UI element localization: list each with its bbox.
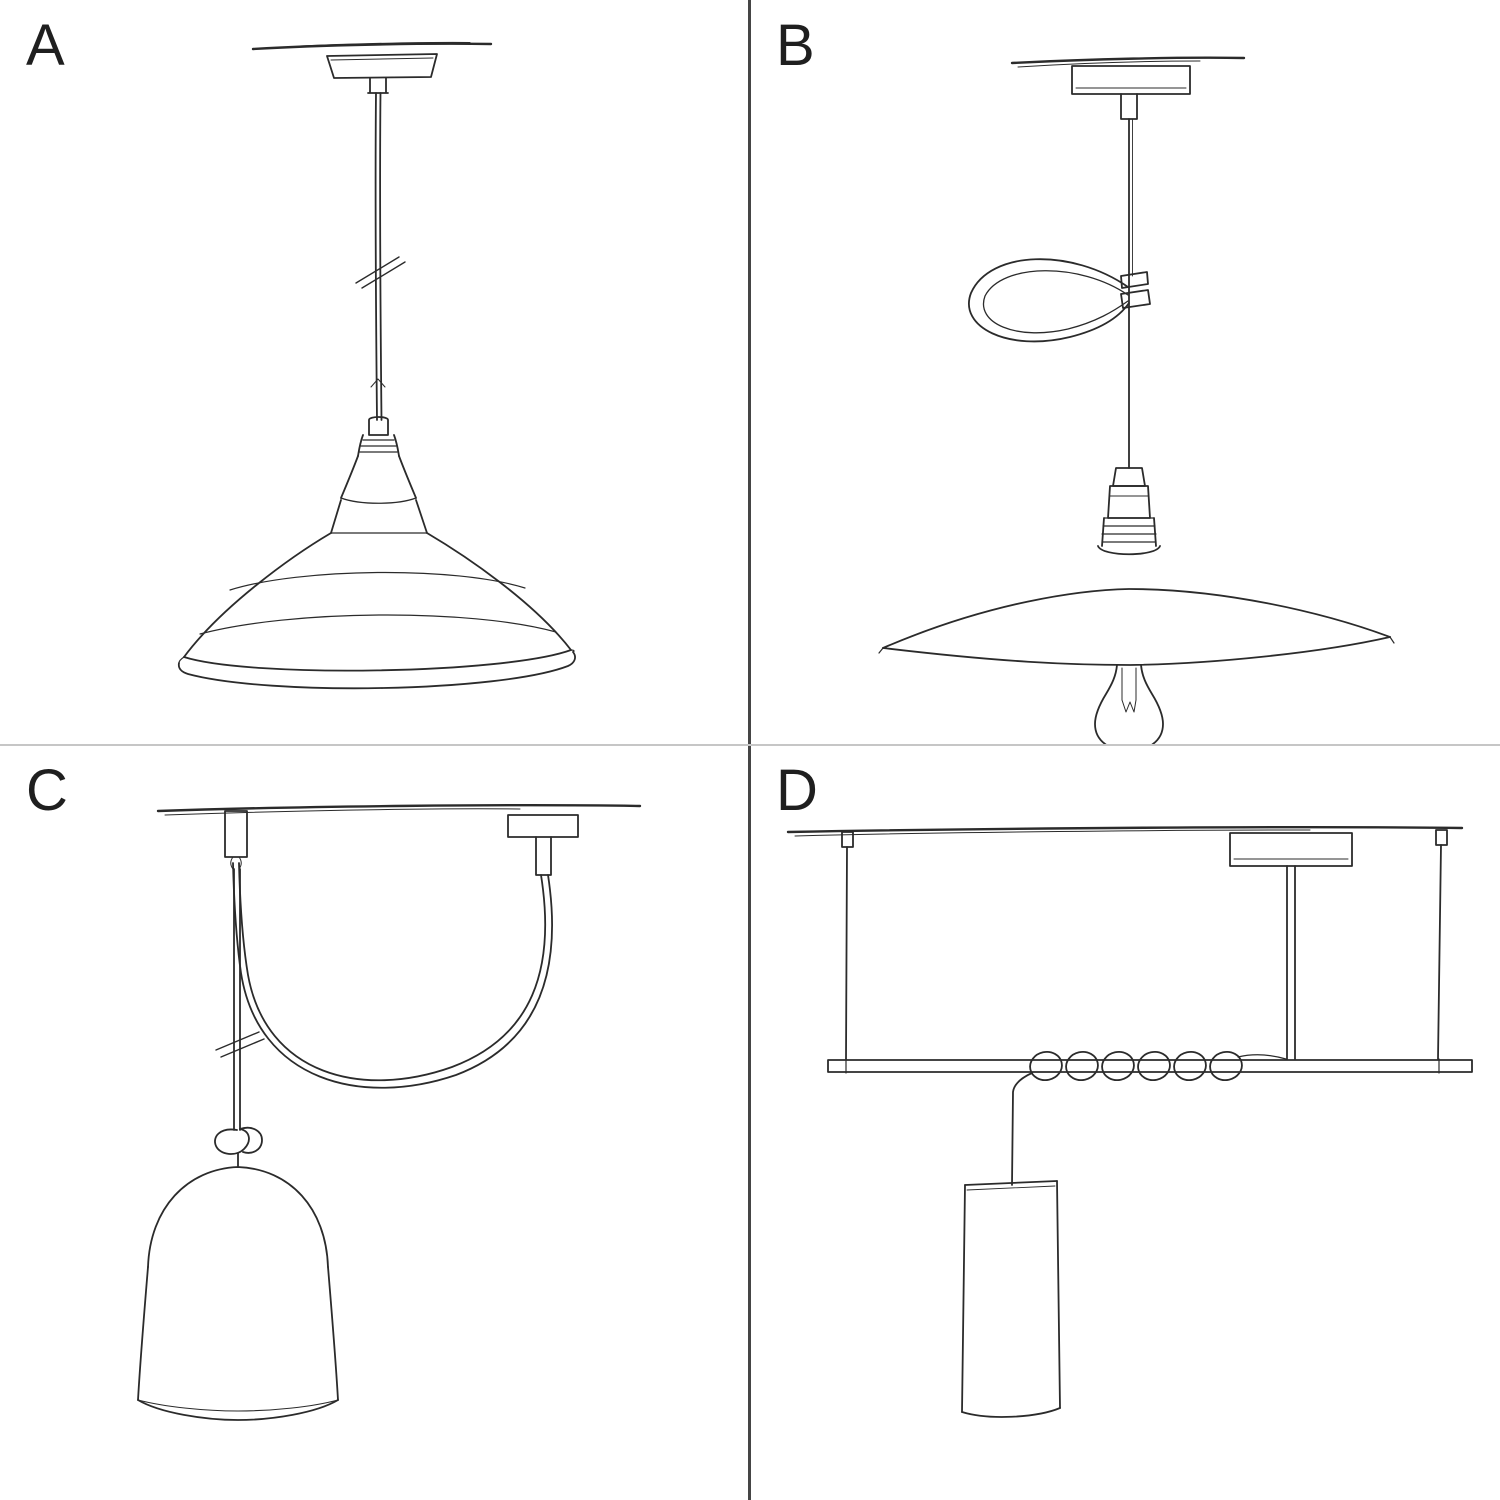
panel-label-d: D — [776, 758, 819, 823]
ceiling-rose — [1071, 65, 1191, 95]
pendant-bowl-shade-sketch — [177, 41, 576, 690]
pendant-cord — [1011, 1072, 1033, 1186]
ceiling-rose — [326, 53, 438, 79]
panel-label-b: B — [776, 13, 816, 78]
swag-pendant-bell-shade-sketch — [137, 804, 642, 1421]
panel-b: B — [750, 0, 1500, 745]
ceiling-line — [1010, 56, 1246, 65]
ceiling-line — [156, 804, 642, 813]
ceiling-line — [786, 826, 1464, 834]
panel-d: D — [750, 745, 1500, 1500]
bell-shade — [137, 1166, 339, 1421]
tube-shade — [961, 1180, 1061, 1418]
ceiling-hook — [224, 810, 248, 858]
swag-cord — [230, 856, 554, 1089]
lamp-holder — [340, 416, 417, 504]
horizontal-bar — [827, 1058, 1473, 1074]
pendant-cord — [233, 868, 241, 1131]
cable-shortener-mark — [215, 1031, 265, 1058]
industrial-bowl-shade — [177, 532, 576, 690]
vertical-divider — [748, 0, 751, 1500]
cable-shortener-mark — [355, 256, 406, 289]
pendant-plate-shade-sketch — [878, 56, 1395, 745]
ceiling-rose — [1229, 832, 1353, 867]
cord-loop-decoration — [968, 258, 1151, 343]
panel-c: C — [0, 745, 750, 1500]
horizontal-divider — [0, 744, 1500, 746]
stem-rod — [1286, 865, 1296, 1060]
lamp-holder — [1097, 467, 1161, 556]
coiled-cord — [1029, 1051, 1287, 1081]
pendant-cord — [374, 92, 378, 421]
cord-knot — [214, 1126, 263, 1168]
ceiling-rose — [507, 814, 579, 838]
flat-plate-shade — [878, 588, 1395, 666]
suspension-cables — [841, 829, 1448, 1060]
ceiling-line — [251, 42, 493, 51]
light-bulb — [1094, 664, 1164, 745]
panel-label-a: A — [26, 13, 66, 78]
panel-label-c: C — [26, 758, 69, 823]
suspended-bar-tube-shade-sketch — [786, 826, 1473, 1418]
panel-a: A — [0, 0, 750, 745]
